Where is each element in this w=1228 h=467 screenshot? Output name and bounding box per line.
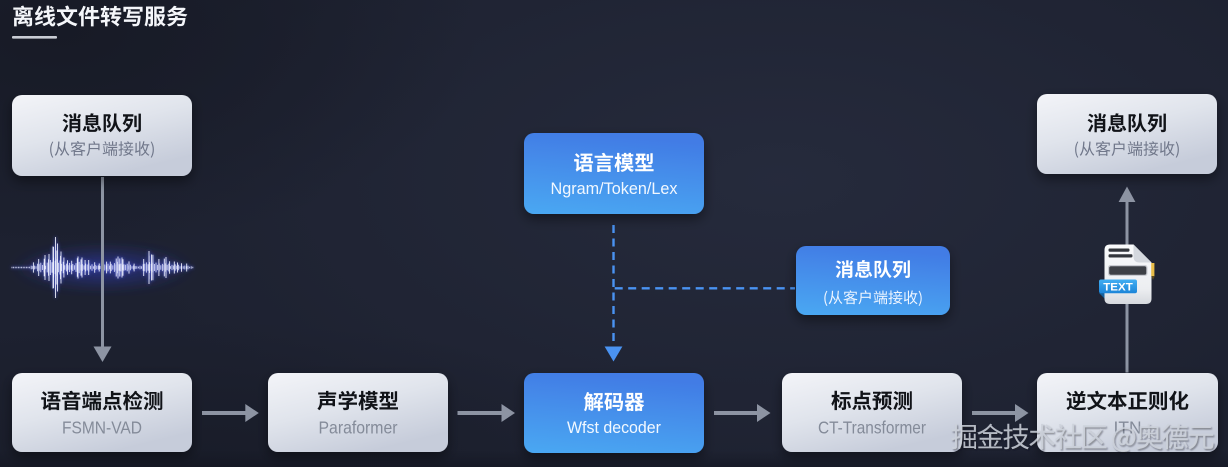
svg-text:Ngram/Token/Lex: Ngram/Token/Lex <box>551 179 678 198</box>
svg-text:CT-Transformer: CT-Transformer <box>818 417 926 437</box>
svg-text:FSMN-VAD: FSMN-VAD <box>62 417 142 437</box>
svg-text:TEXT: TEXT <box>1103 282 1133 294</box>
svg-text:Wfst decoder: Wfst decoder <box>567 418 661 437</box>
svg-text:Paraformer: Paraformer <box>319 417 398 437</box>
